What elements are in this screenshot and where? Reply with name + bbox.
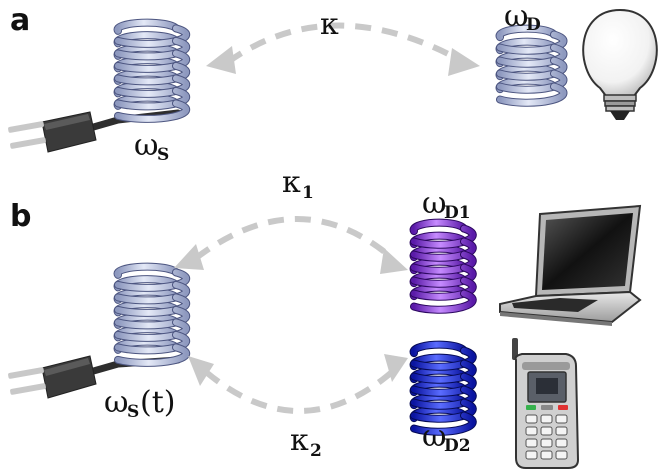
svg-text:ω: ω (104, 385, 128, 420)
coupling-arrow-a (206, 22, 480, 76)
svg-text:ω: ω (134, 128, 158, 163)
svg-text:κ: κ (290, 423, 309, 458)
power-plug-icon (8, 109, 182, 153)
laptop-icon (499, 204, 642, 326)
svg-text:ω: ω (504, 0, 528, 34)
svg-text:D: D (526, 15, 541, 35)
svg-text:S: S (157, 145, 169, 165)
svg-text:(t): (t) (140, 385, 175, 420)
device-1-coil (409, 218, 477, 314)
mobile-phone-icon (512, 338, 580, 469)
svg-text:1: 1 (302, 183, 314, 203)
svg-text:D2: D2 (444, 436, 471, 456)
svg-text:ω: ω (422, 186, 446, 221)
coupling-arrow-1 (174, 216, 408, 274)
omega-d2-label: ω D2 (422, 419, 471, 456)
kappa-2-label: κ 2 (290, 423, 322, 461)
omega-s-t-label: ω S (t) (104, 385, 175, 422)
source-coil (113, 18, 191, 123)
panel-b-label: b (10, 199, 31, 234)
omega-d-label: ω D (504, 0, 541, 35)
kappa-label: κ (320, 7, 339, 42)
device-2-coil (409, 340, 477, 436)
panel-a-label: a (10, 3, 30, 38)
svg-text:S: S (127, 402, 139, 422)
device-coil (495, 24, 568, 107)
svg-text:κ: κ (282, 165, 301, 200)
svg-text:2: 2 (310, 441, 322, 461)
omega-d1-label: ω D1 (422, 186, 471, 223)
kappa-1-label: κ 1 (282, 165, 314, 203)
coupling-arrow-2 (188, 354, 408, 414)
svg-text:ω: ω (422, 419, 446, 454)
source-coil (113, 262, 191, 367)
light-bulb-icon (582, 8, 658, 120)
omega-s-label: ω S (134, 128, 169, 165)
svg-text:D1: D1 (444, 203, 471, 223)
